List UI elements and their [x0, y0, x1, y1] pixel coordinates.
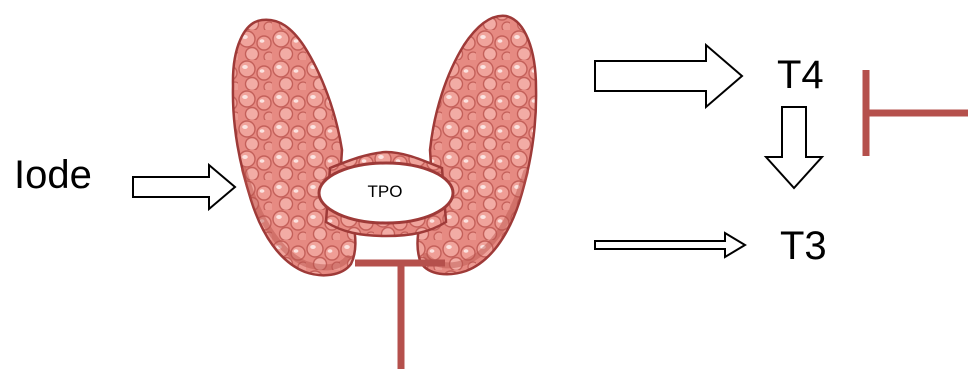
- tpo-label: TPO: [318, 182, 452, 202]
- thyroid-left-lobe: [233, 20, 355, 276]
- thyroid-gland-illustration: [233, 16, 536, 275]
- iode-label: Iode: [14, 155, 92, 195]
- t3-output-arrow: [595, 233, 745, 257]
- iode-input-arrow: [133, 165, 235, 209]
- t4-conversion-inhibitor: [866, 70, 968, 156]
- tpo-inhibitor: [355, 263, 445, 369]
- t4-output-arrow: [595, 45, 742, 107]
- t4-label: T4: [777, 55, 824, 95]
- thyroid-right-lobe: [418, 16, 537, 274]
- t4-to-t3-arrow: [766, 107, 822, 188]
- t3-label: T3: [780, 226, 827, 266]
